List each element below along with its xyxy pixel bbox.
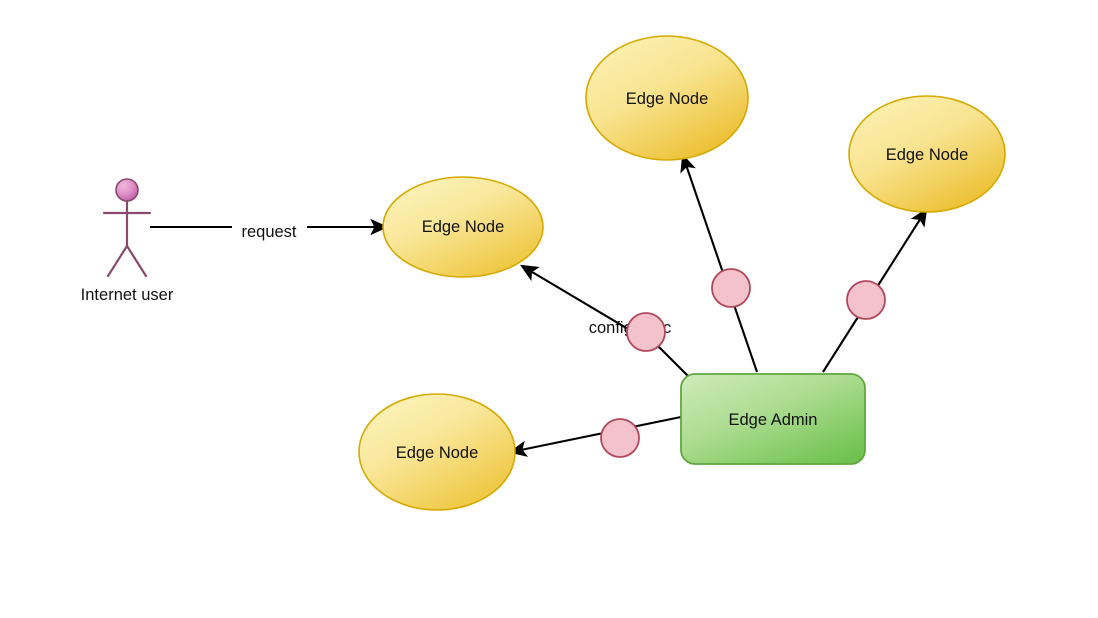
edge-node-top-shape <box>585 35 749 161</box>
actor-internet-user[interactable]: Internet user <box>81 178 174 304</box>
node-edge-node-right[interactable]: Edge Node <box>848 95 1006 213</box>
edge-admin-label: Edge Admin <box>729 411 818 429</box>
request-label: request <box>241 223 296 241</box>
actor-head-icon <box>115 178 139 202</box>
edge-admin-shape <box>680 373 866 465</box>
marker-top-branch-circle[interactable] <box>711 268 751 308</box>
connection-admin-to-top-node[interactable] <box>680 153 758 373</box>
admin-to-top-node-line <box>680 153 758 373</box>
actor-right-leg-line <box>125 244 148 278</box>
edge-node-left-label: Edge Node <box>422 218 505 236</box>
actor-left-leg-line <box>106 244 129 278</box>
edge-node-top-label: Edge Node <box>626 90 709 108</box>
edge-node-right-label: Edge Node <box>886 146 969 164</box>
edge-node-bottom-left-shape <box>358 393 516 511</box>
node-edge-node-top[interactable]: Edge Node <box>585 35 749 161</box>
actor-label: Internet user <box>81 286 174 304</box>
node-edge-node-left[interactable]: Edge Node <box>382 176 544 278</box>
marker-config-sync-circle[interactable] <box>626 312 666 352</box>
edge-node-right-shape <box>848 95 1006 213</box>
edge-node-bottom-left-label: Edge Node <box>396 444 479 462</box>
node-edge-node-bottom-left[interactable]: Edge Node <box>358 393 516 511</box>
edge-label-request: request <box>241 223 296 241</box>
connection-admin-to-bottom-node[interactable] <box>508 415 682 457</box>
edge-node-left-shape <box>382 176 544 278</box>
admin-to-bottom-node-line <box>508 415 682 457</box>
marker-right-branch-circle[interactable] <box>846 280 886 320</box>
marker-bottom-branch-circle[interactable] <box>600 418 640 458</box>
node-edge-admin[interactable]: Edge Admin <box>680 373 866 465</box>
